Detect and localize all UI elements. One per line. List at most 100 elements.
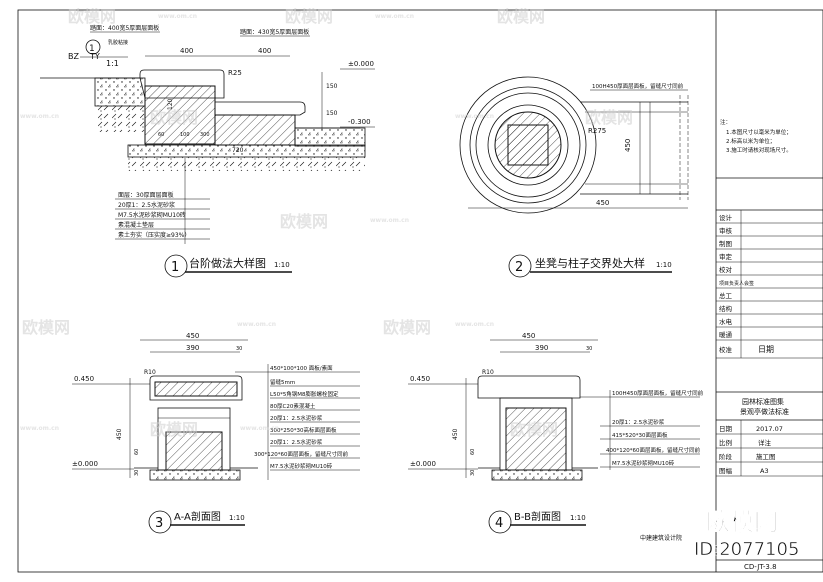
d4-title: B-B剖面图: [514, 510, 561, 523]
drawing-4-section-bb: 450 390 30 R10 0.450 ±0.000 450 60 30 10…: [408, 332, 704, 534]
d1-top-note-2: 踏面：430宽5厚面层面板: [240, 28, 309, 36]
d3-note-8: 300*120*60面层面板，留缝尺寸同前: [254, 450, 348, 458]
brand-id: ID:2077105: [694, 539, 799, 560]
tb-row-3: 审定: [719, 252, 733, 261]
tb-note-3: 3.施工时请核对现场尺寸。: [726, 146, 792, 154]
d3-note-6: 300*250*30高标面层面板: [270, 426, 337, 434]
tb-row-10: 校准: [719, 345, 733, 354]
d1-tag-ratio: 1:1: [106, 59, 119, 68]
d1-dim-400a: 400: [180, 47, 193, 55]
d1-elev-0: ±0.000: [348, 60, 374, 68]
watermark-text: 欧模网: [150, 420, 198, 439]
d1-dim-100: 100: [180, 132, 190, 138]
d1-dim-300: 300: [200, 132, 210, 138]
d4-dim-450-v: 450: [452, 428, 459, 440]
d2-scale: 1:10: [656, 261, 672, 269]
watermark-text: 欧模网: [150, 108, 198, 127]
tb-meta-1-val: 详注: [758, 438, 772, 447]
d3-note-1: 450*100*100 面板/素面: [270, 364, 333, 372]
watermark-text: 欧模网: [285, 7, 333, 26]
tb-row-5: 项目负责人会签: [719, 280, 754, 287]
tb-row-9: 暖通: [719, 330, 733, 339]
d4-dim-450: 450: [522, 332, 535, 340]
d1-dim-720: 720: [232, 147, 244, 154]
d3-title-number: 3: [155, 516, 163, 531]
d4-title-number: 4: [495, 516, 503, 531]
d1-top-note-3: 乳胶粘接: [108, 39, 128, 46]
d4-note-4: 400*120*60面层面板，留缝尺寸同前: [606, 446, 700, 454]
sheet-frame: [17, 9, 823, 573]
d1-layer-1: 面层：30厚面层面板: [118, 191, 174, 199]
d1-layer-4: 素混凝土垫层: [118, 221, 154, 229]
d3-title: A-A剖面图: [174, 510, 221, 523]
d3-dim-450-v: 450: [116, 428, 123, 440]
d3-dim-30b: 30: [134, 470, 140, 476]
watermark-text: 欧模网: [22, 318, 70, 337]
d3-scale: 1:10: [229, 514, 245, 522]
watermark-url: www.om.cn: [370, 217, 409, 224]
title-block: 注： 1.本图尺寸以毫米为单位； 2.标高以米为单位； 3.施工时请核对现场尺寸…: [640, 118, 823, 571]
d4-elev-0450: 0.450: [410, 375, 430, 383]
d1-layer-5: 素土夯实（压实度≥93%）: [118, 231, 190, 239]
tb-row-4: 校对: [719, 265, 733, 274]
svg-text:1: 1: [89, 44, 95, 54]
watermark-url: www.om.cn: [375, 13, 414, 20]
d1-title: 台阶做法大样图: [189, 256, 266, 270]
tb-row-8: 水电: [719, 317, 733, 326]
d3-note-7: 20厚1：2.5水泥砂浆: [270, 438, 323, 446]
watermark-text: 欧模网: [383, 318, 431, 337]
tb-meta-0-val: 2017.07: [756, 425, 783, 433]
d1-scale: 1:10: [274, 261, 290, 269]
drawing-3-section-aa: 450 390 30 R10 0.450 ±0.000 450 60 30 45…: [72, 332, 360, 534]
d3-note-9: M7.5水泥砂浆砌MU10砖: [270, 462, 333, 470]
d3-dim-30: 30: [236, 346, 242, 352]
d1-title-number: 1: [171, 260, 179, 275]
tb-project-line-2: 景观亭做法标准: [740, 407, 789, 416]
d2-dim-r275: R275: [588, 127, 606, 135]
watermark-url: www.om.cn: [237, 321, 276, 328]
d4-note-1: 100H450厚面层面板，留缝尺寸同前: [612, 389, 704, 397]
d4-note-3: 415*520*30面层面板: [612, 431, 668, 439]
tb-stamp: 日期: [758, 345, 774, 354]
d4-dim-60: 60: [470, 449, 476, 455]
d3-note-3: L50*5角钢M8膨胀螺栓固定: [270, 390, 339, 398]
tb-row-1: 审核: [719, 226, 733, 235]
tb-project-line-1: 园林标准图集: [742, 397, 784, 406]
tb-meta-1-key: 比例: [719, 438, 732, 447]
d1-dim-400b: 400: [258, 47, 271, 55]
d1-layer-2: 20厚1：2.5水泥砂浆: [118, 201, 175, 209]
d4-note-5: M7.5水泥砂浆砌MU10砖: [612, 459, 675, 467]
d3-dim-390: 390: [186, 344, 199, 352]
d1-tag-code: BZ: [68, 52, 79, 61]
d1-top-note-1: 踏面：400宽5厚面层面板: [90, 24, 159, 32]
tb-note-0: 注：: [720, 118, 731, 126]
d3-dim-450: 450: [186, 332, 199, 340]
watermark-text: 欧模网: [510, 420, 558, 439]
tb-meta-2-key: 阶段: [719, 452, 733, 461]
drawing-2-bench-column-joint: R275 450 450 100H450厚面层面板，留缝尺寸同前 2 坐凳与柱子…: [459, 76, 689, 278]
watermark-url: www.om.cn: [20, 113, 59, 120]
d4-note-2: 20厚1：2.5水泥砂浆: [612, 418, 665, 426]
d3-elev-0000: ±0.000: [72, 460, 98, 468]
tb-row-7: 结构: [719, 304, 733, 313]
d3-dim-60: 60: [134, 449, 140, 455]
d3-note-5: 20厚1：2.5水泥砂浆: [270, 414, 323, 422]
d2-note: 100H450厚面层面板，留缝尺寸同前: [592, 82, 684, 90]
watermark-layer: 欧模网 欧模网 欧模网 欧模网 欧模网 欧模网 欧模网 欧模网 欧模网 欧模网 …: [20, 7, 633, 439]
drawing-1-step-detail: 1 BZ TY 1:1 踏面：400宽5厚面层面板 踏面：430宽5厚面层面板 …: [40, 24, 375, 278]
d1-tag-sub: TY: [89, 52, 100, 61]
tb-meta-3-key: 图幅: [719, 466, 733, 475]
tb-firm: 中建建筑设计院: [640, 534, 682, 542]
watermark-text: 欧模网: [585, 108, 633, 127]
watermark-url: www.om.cn: [455, 113, 494, 120]
d4-scale: 1:10: [570, 514, 586, 522]
d4-dim-r10: R10: [482, 369, 494, 376]
tb-meta-0-key: 日期: [719, 425, 733, 433]
tb-meta-3-val: A3: [760, 467, 769, 475]
tb-note-1: 1.本图尺寸以毫米为单位；: [726, 128, 792, 136]
d4-dim-30b: 30: [470, 470, 476, 476]
tb-row-2: 制图: [719, 239, 732, 248]
d3-note-2: 留缝5mm: [270, 378, 295, 386]
tb-meta-2-val: 施工图: [756, 452, 776, 461]
d2-dim-450-v: 450: [624, 139, 632, 152]
